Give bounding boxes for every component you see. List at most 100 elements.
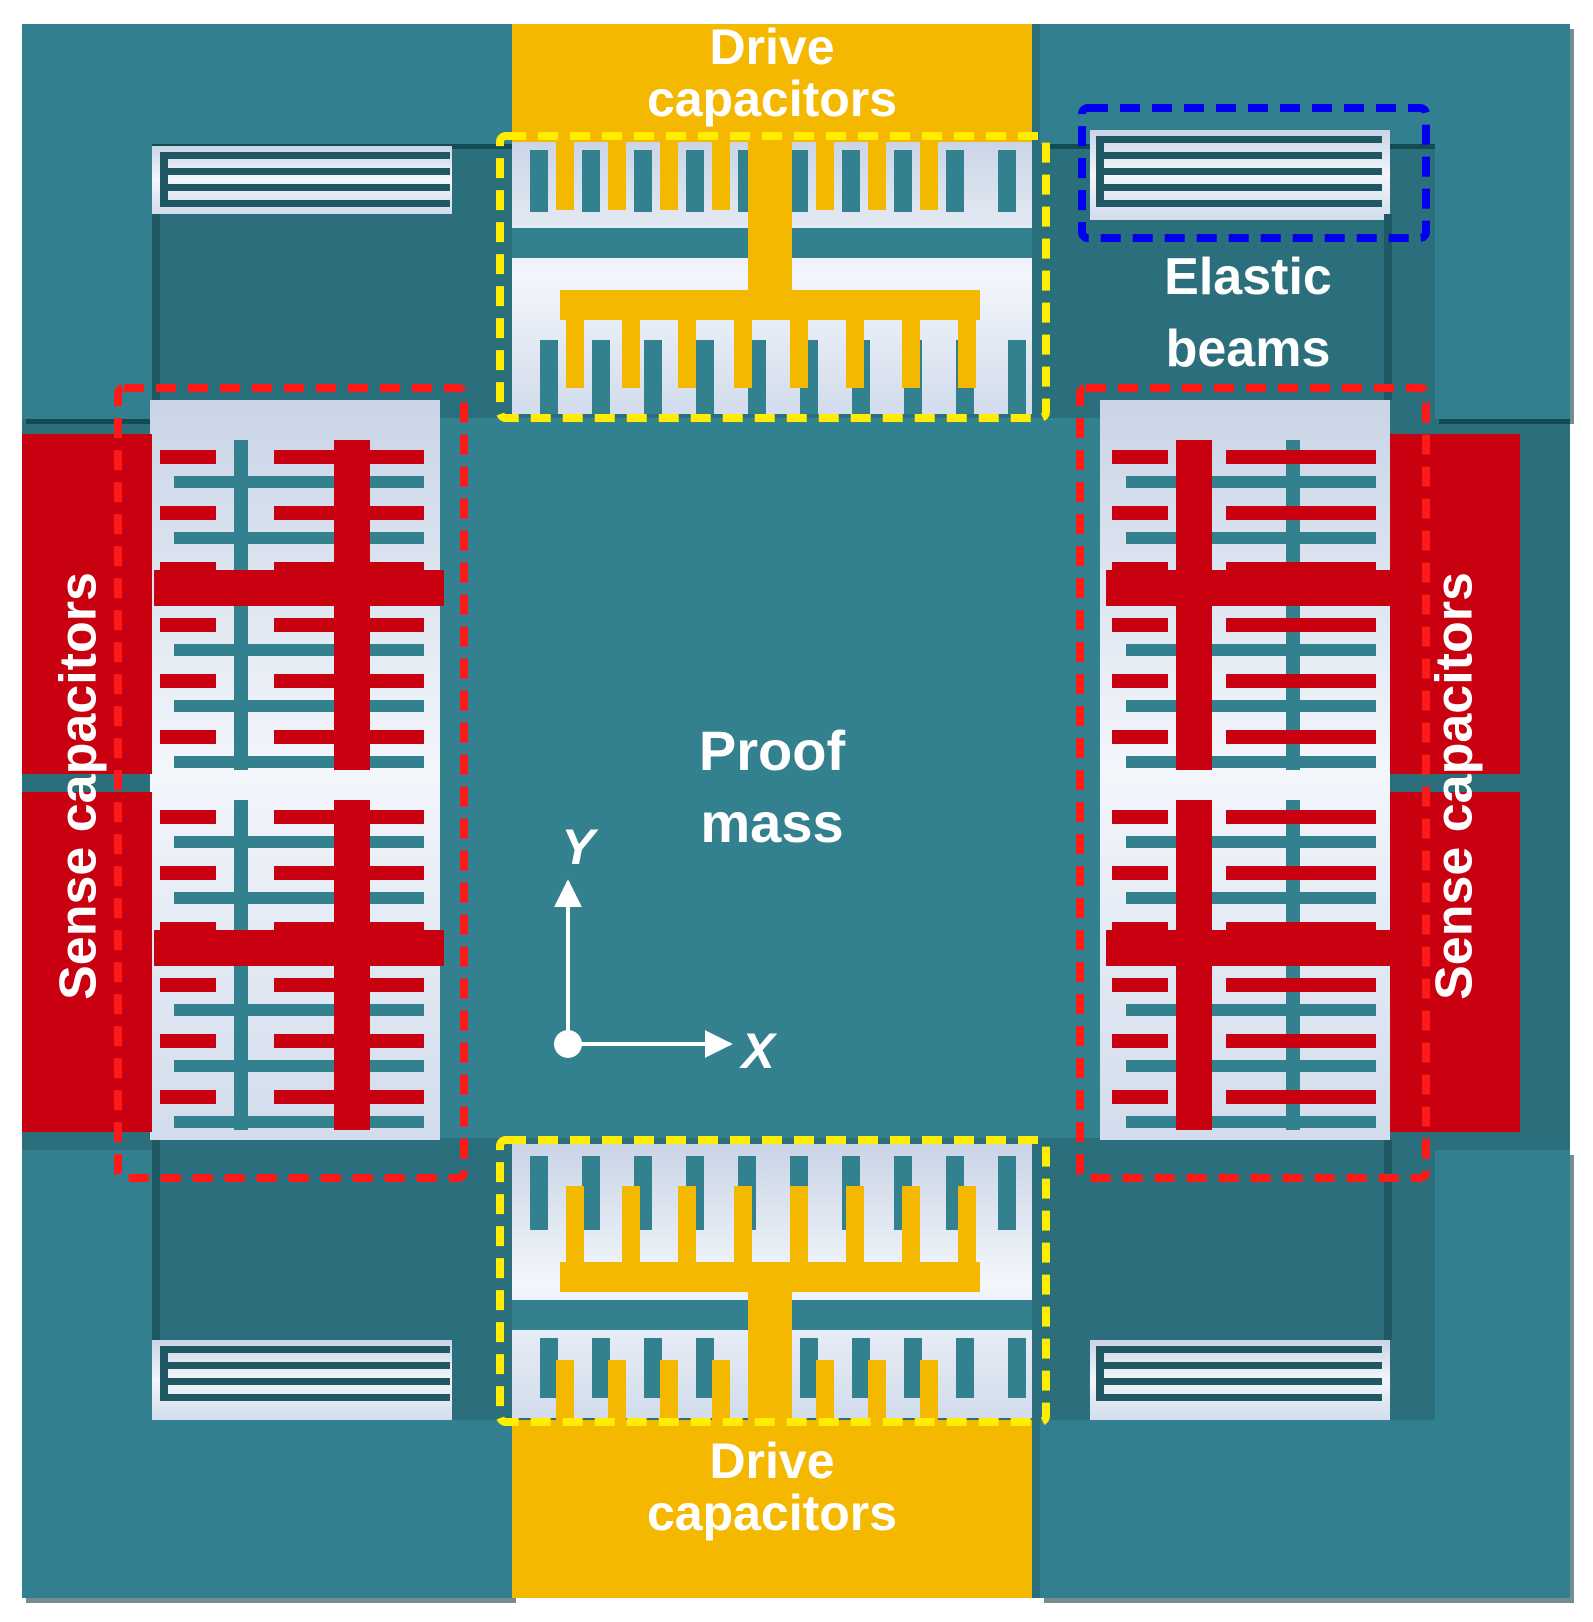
drive-bottom-teal-finger-upper-9 — [998, 1156, 1016, 1230]
drive-bottom-finger-upper-3 — [734, 1186, 752, 1266]
sense-right-finger-a-5-a — [1112, 730, 1168, 744]
drive-bottom-finger-lower-2 — [660, 1360, 678, 1426]
sense-right-finger-a-0-b — [1226, 450, 1376, 464]
drive-top-teal-finger-lower-2 — [644, 340, 662, 414]
spring-top-right-beam-0 — [1096, 136, 1382, 143]
sense-left-finger-b-2-a — [160, 922, 216, 936]
sense-left-finger-b-0-a — [160, 810, 216, 824]
sense-highlight-left — [114, 384, 468, 1182]
sense-right-finger-a-4-a — [1112, 674, 1168, 688]
sense-right-finger-b-4-a — [1112, 1034, 1168, 1048]
sense-right-finger-a-2-a — [1112, 562, 1168, 576]
drive-bottom-finger-upper-2 — [678, 1186, 696, 1266]
drive-top-finger-upper-7 — [920, 140, 938, 210]
sense-left-finger-a-5-a — [160, 730, 216, 744]
drive-bottom-finger-lower-3 — [712, 1360, 730, 1426]
sense-right-finger-b-3-a — [1112, 978, 1168, 992]
drive-bottom-finger-upper-6 — [902, 1186, 920, 1266]
drive-top-teal-finger-lower-1 — [592, 340, 610, 414]
sense-right-label: Sense capacitors — [1426, 572, 1484, 1000]
sense-right-finger-b-5-b — [1226, 1090, 1376, 1104]
sense-left-teal-finger-b-5 — [174, 1116, 424, 1128]
sense-right-finger-a-3-a — [1112, 618, 1168, 632]
sense-left-finger-a-3-a — [160, 618, 216, 632]
sense-left-finger-b-4-b — [274, 1034, 424, 1048]
sense-right-teal-finger-a-3 — [1126, 644, 1376, 656]
sense-left-finger-a-1-a — [160, 506, 216, 520]
sense-pad-left-upper — [22, 434, 152, 774]
proof-mass — [492, 418, 1048, 1138]
sense-left-finger-b-1-a — [160, 866, 216, 880]
drive-top-teal-finger-upper-3 — [686, 150, 704, 212]
sense-pad-left-lower — [22, 792, 152, 1132]
drive-bottom-finger-upper-4 — [790, 1186, 808, 1266]
spring-bottom-right-beam-3 — [1096, 1394, 1382, 1401]
sense-left-finger-a-4-b — [274, 674, 424, 688]
sense-left-teal-finger-a-3 — [174, 644, 424, 656]
beam-left-top-vertical — [152, 214, 160, 400]
drive-top-finger-lower-3 — [734, 316, 752, 388]
sense-left-finger-a-4-a — [160, 674, 216, 688]
drive-top-label-line2: capacitors — [647, 71, 897, 127]
drive-top-teal-finger-upper-7 — [894, 150, 912, 212]
sense-right-teal-finger-a-1 — [1126, 532, 1376, 544]
drive-top-label-line1: Drive — [709, 19, 834, 75]
drive-top-teal-finger-upper-2 — [634, 150, 652, 212]
drive-bottom-teal-finger-lower-8 — [956, 1338, 974, 1398]
sense-left-teal-finger-b-0 — [174, 836, 424, 848]
drive-top-teal-finger-lower-0 — [540, 340, 558, 414]
drive-top-teal-finger-lower-9 — [1008, 340, 1026, 414]
sense-highlight-right — [1076, 384, 1430, 1182]
beam-right-bottom-vertical — [1384, 1140, 1392, 1340]
drive-top-finger-upper-0 — [556, 140, 574, 210]
drive-top-finger-upper-3 — [712, 140, 730, 210]
spring-bottom-left-link — [160, 1346, 168, 1401]
sense-right-teal-finger-b-1 — [1126, 892, 1376, 904]
drive-bottom-teal-finger-lower-5 — [800, 1338, 818, 1398]
spring-bottom-right-beam-0 — [1096, 1346, 1382, 1353]
sense-left-teal-finger-a-0 — [174, 476, 424, 488]
drive-top-teal-finger-upper-9 — [998, 150, 1016, 212]
drive-bottom-teal-finger-lower-3 — [696, 1338, 714, 1398]
drive-top-finger-lower-6 — [902, 316, 920, 388]
spring-top-left-link — [160, 152, 168, 207]
drive-top-finger-upper-5 — [816, 140, 834, 210]
sense-right-finger-b-2-b — [1226, 922, 1376, 936]
sense-pad-right-upper — [1390, 434, 1520, 774]
drive-top-finger-upper-2 — [660, 140, 678, 210]
spring-bottom-right-beam-1 — [1096, 1362, 1382, 1369]
drive-bottom-finger-lower-1 — [608, 1360, 626, 1426]
sense-left-teal-finger-b-3 — [174, 1004, 424, 1016]
drive-top-finger-lower-2 — [678, 316, 696, 388]
sense-right-finger-a-2-b — [1226, 562, 1376, 576]
sense-left-teal-finger-a-5 — [174, 756, 424, 768]
sense-right-finger-b-3-b — [1226, 978, 1376, 992]
sense-right-finger-b-1-b — [1226, 866, 1376, 880]
sense-left-finger-b-3-a — [160, 978, 216, 992]
sense-right-finger-b-0-a — [1112, 810, 1168, 824]
drive-bottom-teal-finger-lower-6 — [852, 1338, 870, 1398]
drive-highlight-bottom — [496, 1136, 1050, 1426]
drive-top-finger-upper-1 — [608, 140, 626, 210]
beam-left-bottom-vertical — [152, 1140, 160, 1340]
spring-bottom-left-beam-3 — [160, 1394, 450, 1401]
drive-top-teal-finger-upper-8 — [946, 150, 964, 212]
sense-right-teal-finger-b-5 — [1126, 1116, 1376, 1128]
drive-bottom-teal-finger-upper-0 — [530, 1156, 548, 1230]
drive-bottom-finger-upper-5 — [846, 1186, 864, 1266]
drive-top-finger-lower-0 — [566, 316, 584, 388]
drive-top-finger-upper-4 — [764, 140, 782, 210]
drive-top-teal-finger-lower-3 — [696, 340, 714, 414]
spring-bottom-left-beam-2 — [160, 1378, 450, 1385]
sense-left-finger-a-5-b — [274, 730, 424, 744]
proof-mass-label-line2: mass — [700, 791, 843, 854]
drive-bottom-finger-lower-4 — [764, 1360, 782, 1426]
drive-bottom-finger-upper-7 — [958, 1186, 976, 1266]
sense-left-finger-a-1-b — [274, 506, 424, 520]
sense-right-teal-finger-a-5 — [1126, 756, 1376, 768]
sense-left-finger-a-3-b — [274, 618, 424, 632]
sense-left-teal-finger-a-4 — [174, 700, 424, 712]
coordinate-axes — [554, 879, 733, 1058]
sense-electrodes — [22, 434, 1520, 1132]
